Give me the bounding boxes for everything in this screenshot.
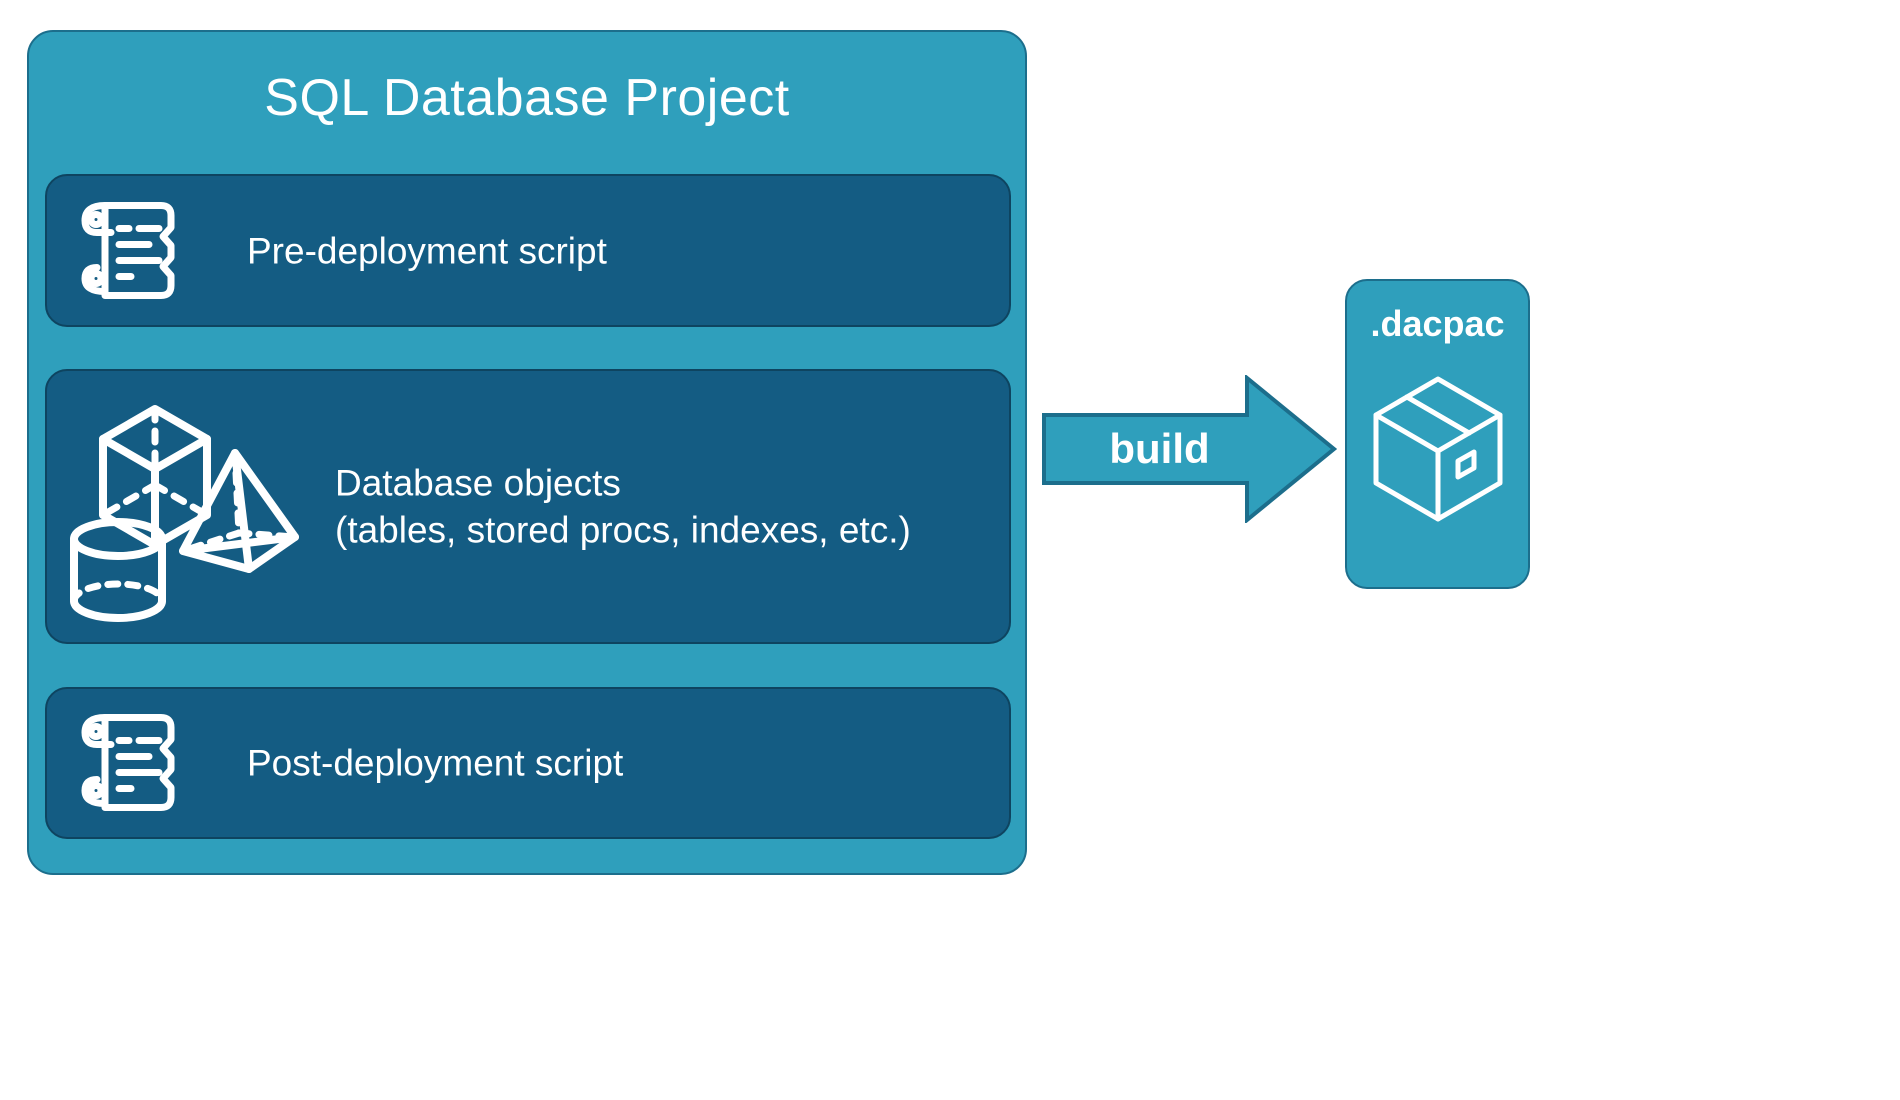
page-title: SQL Database Project	[264, 69, 790, 127]
scroll-icon	[69, 706, 187, 821]
panel-pre-deployment-script[interactable]: Pre-deployment script	[45, 174, 1011, 327]
panel-database-objects[interactable]: Database objects (tables, stored procs, …	[45, 369, 1011, 644]
dacpac-output-card: .dacpac	[1345, 279, 1530, 589]
panel-label-pre-deployment: Pre-deployment script	[247, 229, 607, 271]
panel-post-deployment-script[interactable]: Post-deployment script	[45, 687, 1011, 839]
scroll-icon	[69, 193, 187, 308]
cube-icon	[99, 405, 211, 549]
dacpac-label: .dacpac	[1370, 303, 1505, 344]
panel-label-database-objects: Database objects (tables, stored procs, …	[335, 462, 911, 551]
pyramid-icon	[179, 449, 299, 573]
build-arrow: build	[1042, 373, 1338, 525]
cylinder-icon	[70, 518, 166, 622]
panel-label-post-deployment: Post-deployment script	[247, 742, 624, 784]
sql-database-project-card: SQL Database Project	[27, 30, 1027, 875]
database-objects-icon-group	[63, 387, 323, 637]
package-box-icon	[1370, 373, 1506, 528]
arrow-right-icon	[1042, 373, 1338, 525]
